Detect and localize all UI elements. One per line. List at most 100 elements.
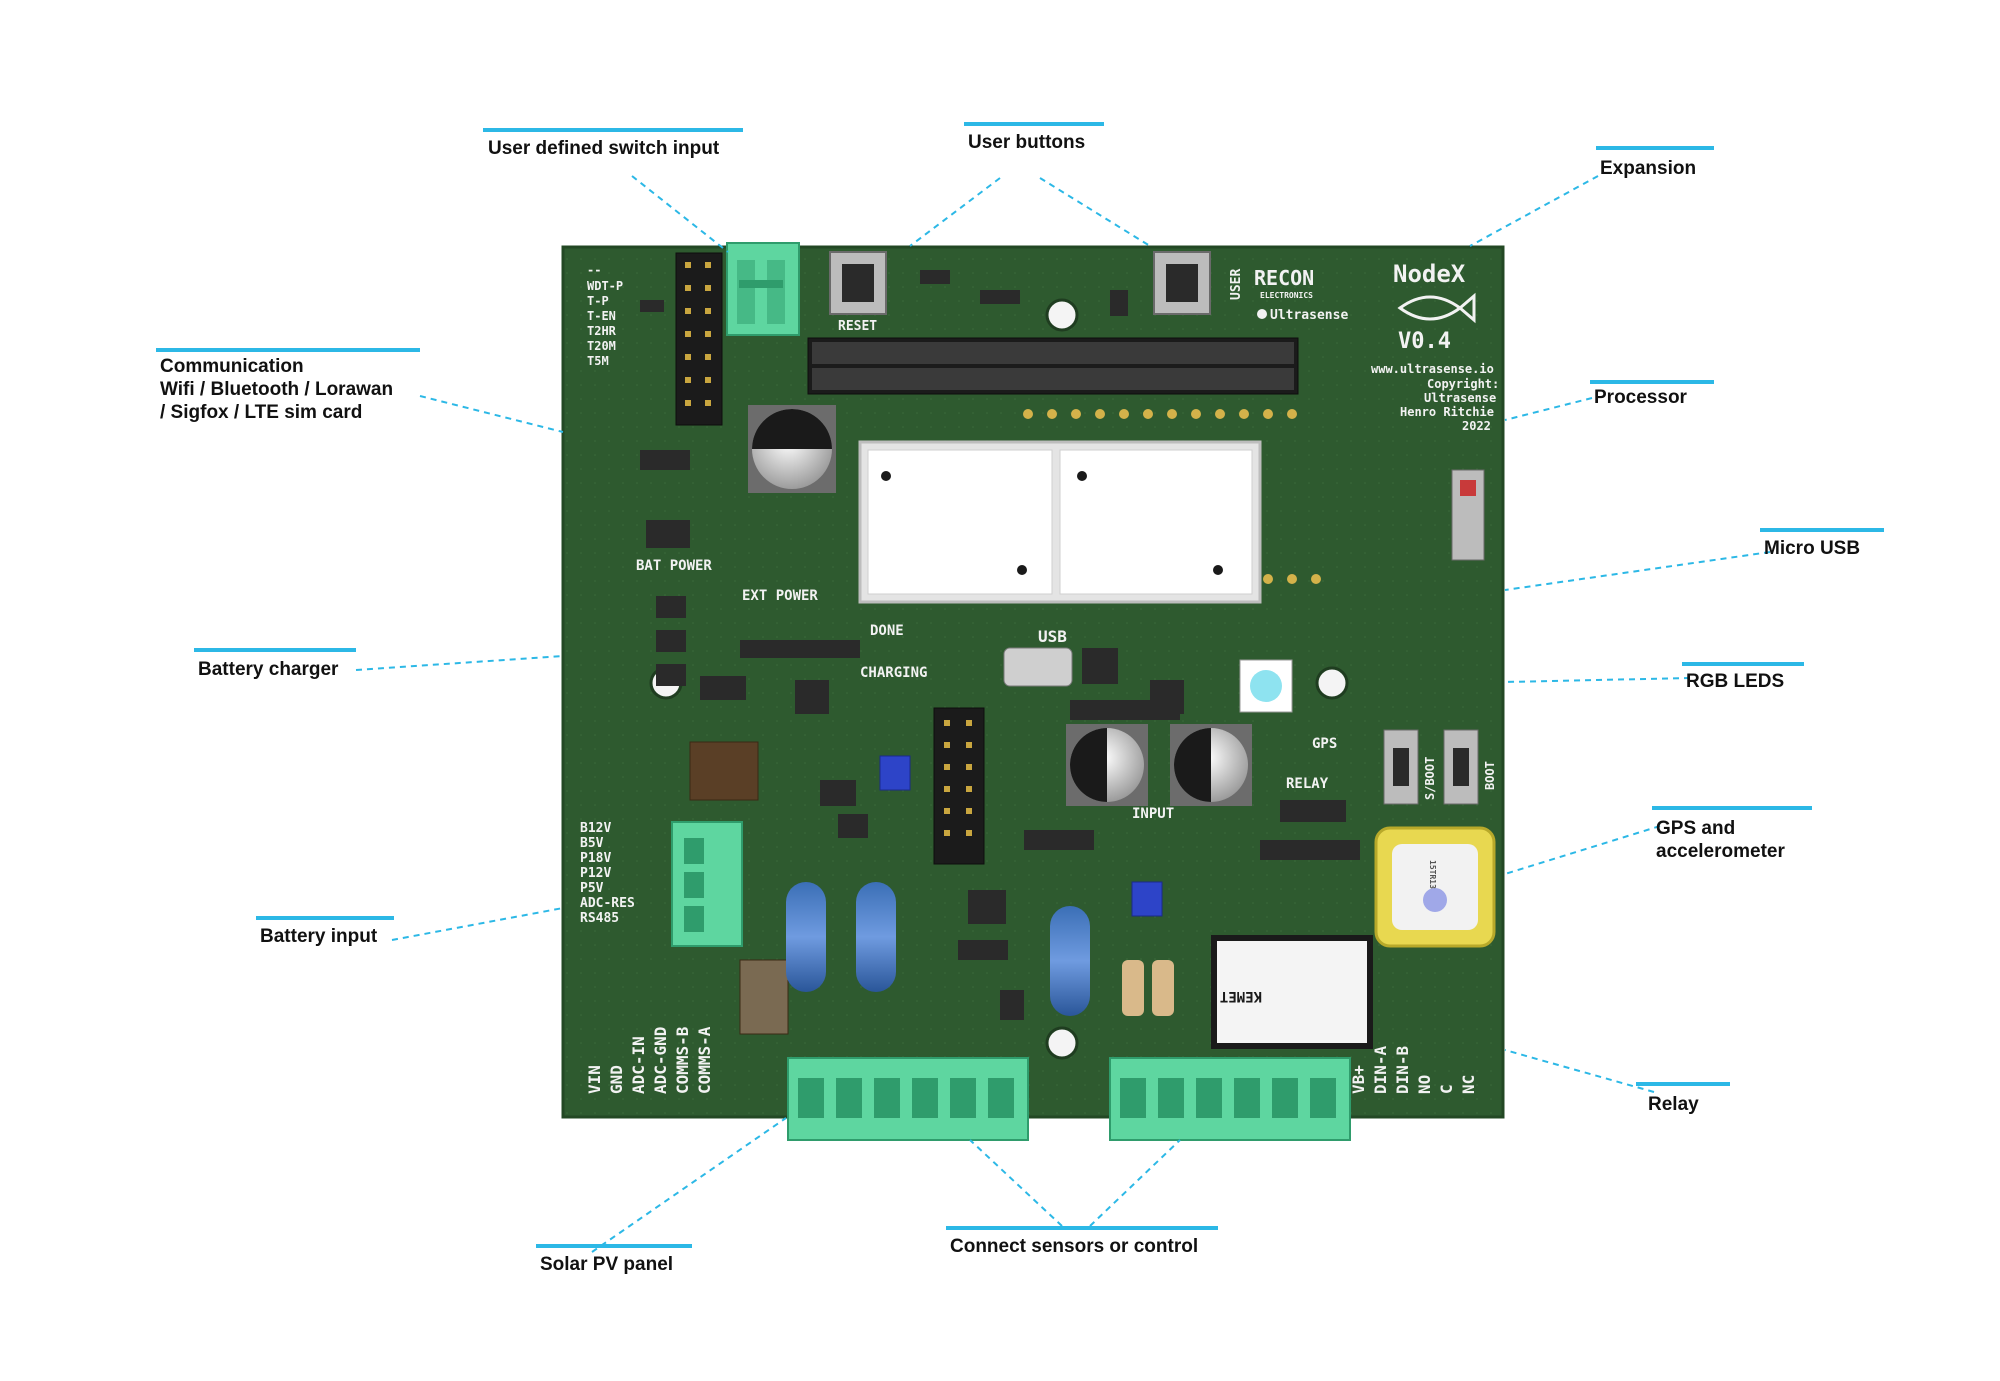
mounting-hole <box>1315 666 1349 700</box>
callout-micro-usb-text: Micro USB <box>1764 538 1860 559</box>
board-version: V0.4 <box>1398 329 1451 354</box>
left-header-labels: -- WDT-P T-P T-EN T2HR T20M T5M <box>587 263 623 368</box>
callout-battery-input-text: Battery input <box>260 926 378 947</box>
reset-button: RESET <box>829 251 887 334</box>
blue-trimmer <box>1131 881 1163 917</box>
pcb-board: NodeX V0.4 www.ultrasense.io Copyright: … <box>561 242 1505 1141</box>
leader-solar <box>591 1117 787 1253</box>
capacitor-c7 <box>1066 724 1148 806</box>
gps-label: GPS <box>1312 736 1337 752</box>
mounting-hole <box>1045 298 1079 332</box>
kemet-relay: KEMET <box>1211 935 1373 1049</box>
callout-rgb-leds: RGB LEDS <box>1682 662 1804 692</box>
boot-button: BOOT <box>1443 729 1497 805</box>
callout-sensors-text: Connect sensors or control <box>950 1236 1198 1257</box>
usb-ic <box>1082 648 1118 684</box>
ext-power-label: EXT POWER <box>742 588 818 604</box>
gps-module-text: 15TR13 <box>1428 860 1437 889</box>
resistor-beige <box>1122 960 1144 1016</box>
ultrasense-logo: Ultrasense <box>1270 308 1348 323</box>
callout-communication-line-3: / Sigfox / LTE sim card <box>160 402 362 423</box>
copyright-line-3: Henro Ritchie <box>1400 405 1494 419</box>
kemet-label: KEMET <box>1220 988 1262 1004</box>
callout-gps: GPS and accelerometer <box>1652 806 1812 862</box>
bottom-label: C <box>1437 1084 1456 1094</box>
leader-processor <box>1504 397 1593 421</box>
boot-label: BOOT <box>1483 761 1497 790</box>
expansion-header <box>807 337 1299 395</box>
callout-battery-input: Battery input <box>256 916 394 947</box>
leader-expansion <box>1469 175 1599 247</box>
board-title: NodeX <box>1393 260 1466 288</box>
bat-power-label: BAT POWER <box>636 558 712 574</box>
callout-user-buttons: User buttons <box>964 122 1104 153</box>
copyright-line-1: Copyright: <box>1427 377 1499 391</box>
bottom-label: NC <box>1459 1075 1478 1094</box>
battery-input-terminal <box>671 821 743 947</box>
bottom-label: DIN-B <box>1393 1045 1412 1094</box>
bottom-left-labels: VIN GND ADC-IN ADC-GND COMMS-B COMMS-A <box>585 1026 714 1094</box>
gps-module: 15TR13 <box>1374 826 1496 948</box>
bottom-label: COMMS-B <box>673 1026 692 1094</box>
inductor-l4 <box>689 741 759 801</box>
bottom-label: VIN <box>585 1065 604 1094</box>
terminal-j2 <box>787 1057 1029 1141</box>
power-select-labels: B12V B5V P18V P12V P5V ADC-RES RS485 <box>580 821 635 926</box>
j15-pin-header <box>675 252 723 426</box>
board-website: www.ultrasense.io <box>1371 362 1494 376</box>
leader-user-buttons-left <box>909 177 1001 247</box>
left-header-label: T-EN <box>587 309 616 323</box>
power-label: B5V <box>580 836 604 851</box>
usb-label: USB <box>1038 627 1067 646</box>
recon-logo: RECON <box>1254 266 1314 290</box>
recon-logo-sub: ELECTRONICS <box>1260 291 1313 300</box>
sboot-label: S/BOOT <box>1423 757 1437 800</box>
power-label: ADC-RES <box>580 896 635 911</box>
smd-components <box>640 270 1360 1020</box>
fish-logo-icon <box>1397 292 1476 324</box>
callout-relay-text: Relay <box>1648 1094 1699 1115</box>
j14-pin-header <box>933 707 985 865</box>
callout-communication: Communication Wifi / Bluetooth / Lorawan… <box>156 348 420 423</box>
copyright-line-4: 2022 <box>1462 419 1491 433</box>
processor-module <box>858 409 1321 604</box>
leader-relay <box>1504 1049 1655 1093</box>
bottom-label: ADC-GND <box>651 1027 670 1094</box>
capacitor-c8 <box>1170 724 1252 806</box>
left-header-label: T2HR <box>587 324 617 338</box>
sboot-button: S/BOOT <box>1383 729 1437 805</box>
copyright-line-2: Ultrasense <box>1424 391 1496 405</box>
callout-processor: Processor <box>1590 380 1714 408</box>
callout-processor-text: Processor <box>1594 387 1688 408</box>
bottom-label: NO <box>1415 1075 1434 1094</box>
power-label: B12V <box>580 821 611 836</box>
leader-user-buttons-right <box>1039 177 1151 247</box>
left-header-label: T-P <box>587 294 609 308</box>
callout-user-buttons-text: User buttons <box>968 132 1085 153</box>
power-label: RS485 <box>580 911 619 926</box>
leader-communication <box>419 395 564 433</box>
left-header-label: -- <box>587 263 601 277</box>
terminal-j8 <box>1109 1057 1351 1141</box>
leader-gps <box>1504 825 1661 875</box>
bottom-right-labels: VB+ DIN-A DIN-B NO C NC <box>1349 1045 1478 1094</box>
leader-lines <box>355 175 1771 1253</box>
inductor-f1 <box>739 959 789 1035</box>
callout-communication-line-2: Wifi / Bluetooth / Lorawan <box>160 379 393 400</box>
leader-rgb-leds <box>1504 677 1691 683</box>
power-label: P5V <box>580 881 604 896</box>
micro-usb-connector <box>1451 469 1485 561</box>
callout-gps-line-1: GPS and <box>1656 818 1735 839</box>
ferrite-inductors <box>786 882 1090 1016</box>
left-header-label: T5M <box>587 354 609 368</box>
callout-micro-usb: Micro USB <box>1760 528 1884 559</box>
usb-connector <box>1003 647 1073 687</box>
bottom-label: ADC-IN <box>629 1036 648 1094</box>
bottom-label: COMMS-A <box>695 1026 714 1094</box>
leader-micro-usb <box>1504 551 1771 591</box>
leader-sensors-left <box>969 1139 1063 1227</box>
bottom-label: GND <box>607 1065 626 1094</box>
relay-label: RELAY <box>1286 776 1329 792</box>
callout-solar: Solar PV panel <box>536 1244 692 1275</box>
user-label: USER <box>1229 269 1244 300</box>
